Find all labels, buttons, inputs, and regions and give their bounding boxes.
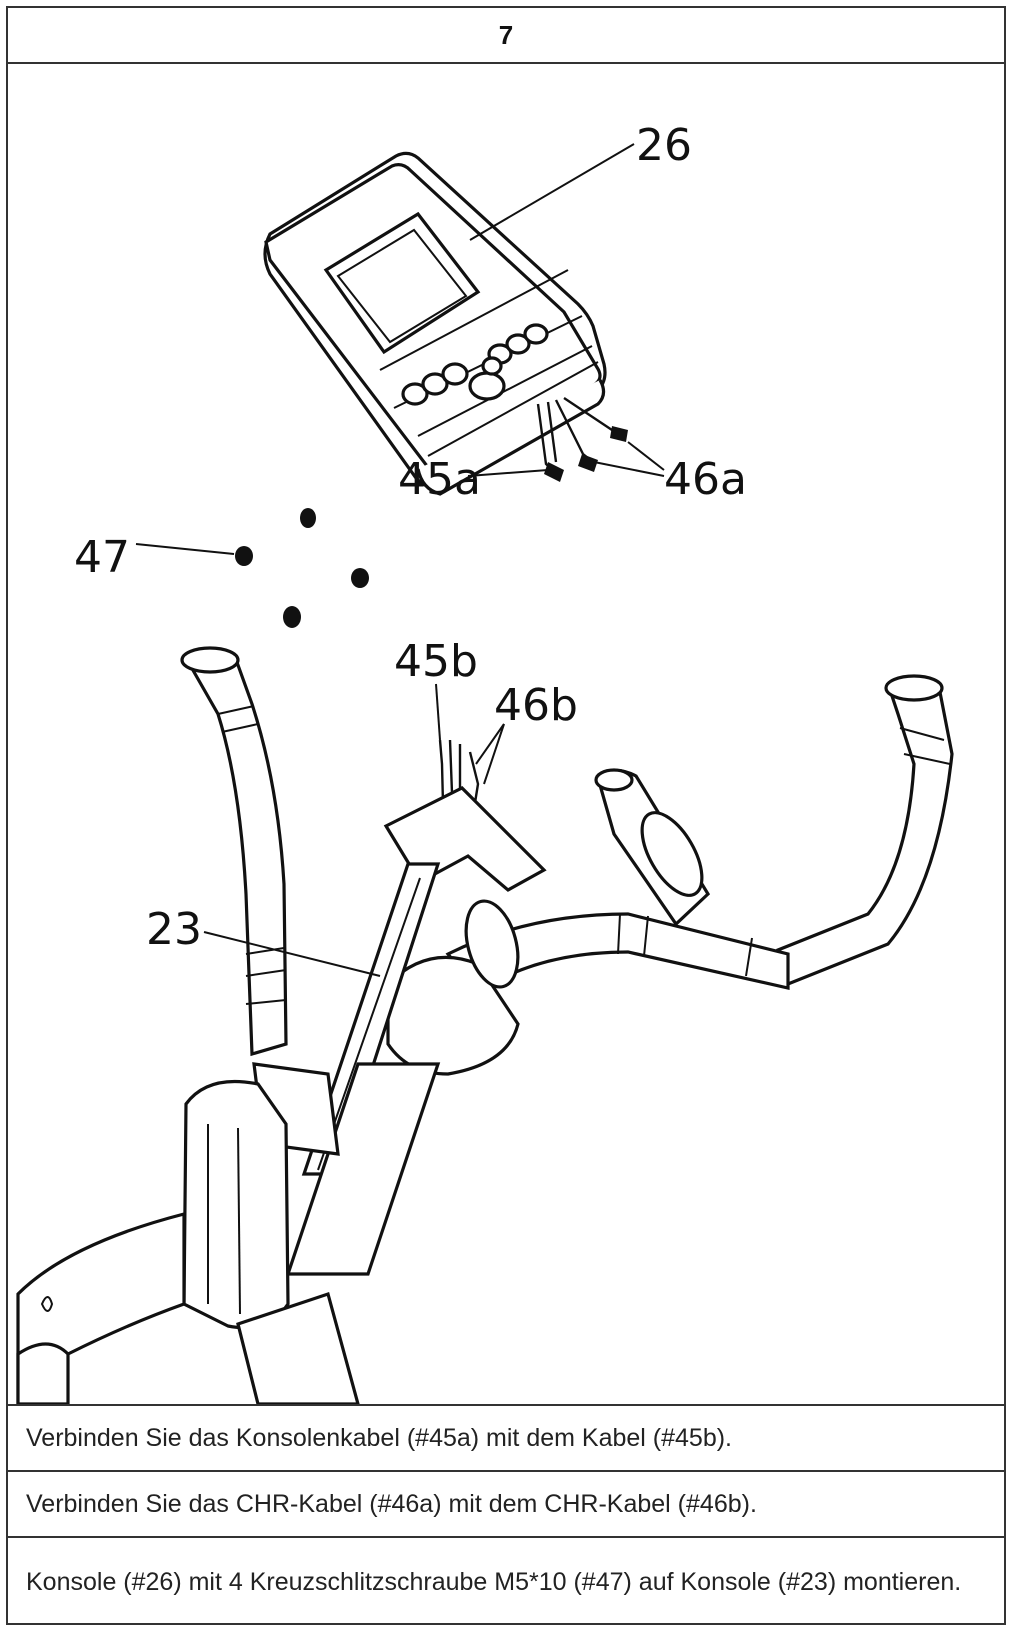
label-46b: 46b	[494, 680, 578, 731]
instruction-text: Verbinden Sie das Konsolenkabel (#45a) m…	[26, 1424, 732, 1452]
console-buttons	[401, 323, 549, 406]
label-46a: 46a	[664, 454, 747, 505]
label-45a: 45a	[398, 454, 481, 505]
console-cables	[536, 397, 628, 482]
assembly-diagram: 26 45a 46a 47 45b 46b 23	[8, 64, 1004, 1404]
instruction-row: Verbinden Sie das Konsolenkabel (#45a) m…	[8, 1404, 1004, 1470]
label-23: 23	[146, 904, 202, 955]
instruction-text: Konsole (#26) mit 4 Kreuzschlitzschraube…	[26, 1567, 962, 1596]
label-47: 47	[74, 532, 130, 583]
handlebar-drawing	[16, 646, 954, 1404]
instruction-row: Verbinden Sie das CHR-Kabel (#46a) mit d…	[8, 1470, 1004, 1536]
label-45b: 45b	[394, 636, 478, 687]
instruction-text: Verbinden Sie das CHR-Kabel (#46a) mit d…	[26, 1490, 757, 1518]
step-number: 7	[8, 8, 1004, 64]
instruction-sheet: 7	[6, 6, 1006, 1625]
console-drawing	[263, 151, 607, 496]
instruction-row: Konsole (#26) mit 4 Kreuzschlitzschraube…	[8, 1536, 1004, 1625]
label-26: 26	[636, 120, 692, 171]
screws-47	[235, 508, 369, 628]
